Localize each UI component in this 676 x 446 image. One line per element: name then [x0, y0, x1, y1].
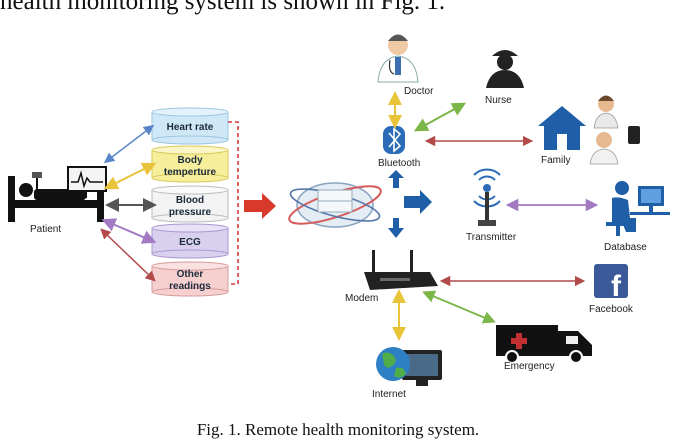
reading-blood-pressure: Blood pressure	[151, 185, 229, 223]
nurse-label: Nurse	[485, 95, 512, 106]
body-text-fragment: health monitoring system is shown in Fig…	[0, 0, 446, 15]
emergency-label: Emergency	[504, 361, 555, 372]
reading-heart-rate: Heart rate	[151, 107, 229, 145]
reading-label-heart-rate: Heart rate	[167, 122, 214, 133]
reading-label-body: Body	[178, 155, 203, 166]
family-people-icon	[589, 95, 640, 165]
reading-label-temperture: temperture	[164, 167, 217, 178]
internet-globe-icon	[376, 347, 442, 386]
facebook-label: Facebook	[589, 304, 634, 315]
transmitter-label: Transmitter	[466, 232, 517, 243]
bluetooth-icon	[383, 126, 405, 154]
reading-label-ecg: ECG	[179, 237, 201, 248]
figure-caption: Fig. 1. Remote health monitoring system.	[196, 420, 480, 439]
bluetooth-label: Bluetooth	[378, 158, 420, 169]
arrow-patient-ecg	[101, 218, 157, 244]
database-label: Database	[604, 242, 647, 253]
modem-router-icon	[364, 250, 438, 290]
hub-down-arrow	[388, 218, 404, 238]
modem-label: Modem	[345, 293, 378, 304]
reading-label-pressure: pressure	[169, 207, 212, 218]
reading-label-other: Other	[177, 269, 204, 280]
doctor-label: Doctor	[404, 86, 434, 97]
reading-ecg: ECG	[151, 223, 229, 259]
family-label: Family	[541, 155, 570, 166]
nurse-icon	[486, 50, 524, 88]
internet-label: Internet	[372, 389, 406, 400]
readings-to-hub-arrow	[244, 193, 276, 219]
reading-body-temperature: Body temperture	[151, 145, 229, 183]
reading-label-readings: readings	[169, 281, 211, 292]
database-user-icon	[606, 181, 670, 236]
arrow-patient-heart-rate	[103, 124, 155, 164]
arrow-nurse-bluetooth	[413, 102, 467, 132]
hub-up-arrow	[388, 170, 404, 188]
transmitter-icon	[473, 168, 501, 226]
doctor-icon	[377, 34, 419, 83]
readings-bracket	[228, 121, 239, 285]
hub-right-arrow	[404, 190, 432, 214]
network-hub-icon	[288, 182, 382, 228]
facebook-icon: f	[594, 264, 628, 303]
reading-label-blood: Blood	[176, 195, 204, 206]
arrow-modem-emergency	[422, 290, 496, 324]
ambulance-icon	[496, 325, 592, 364]
family-house-icon	[538, 106, 586, 150]
reading-other: Other readings	[151, 261, 229, 297]
svg-text:f: f	[611, 270, 622, 303]
arrow-patient-temperature	[103, 162, 157, 190]
patient-label: Patient	[30, 224, 61, 235]
arrow-patient-other	[100, 228, 156, 282]
